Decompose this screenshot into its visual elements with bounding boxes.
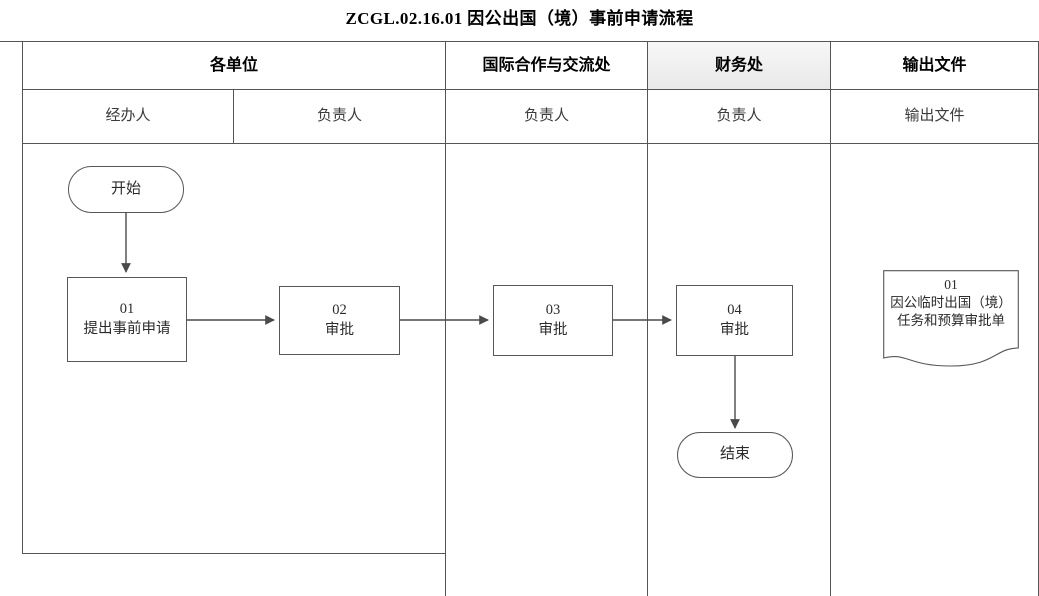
flow-node-step-01-number: 01 (119, 301, 135, 318)
role-header-units-manager: 负责人 (316, 108, 362, 125)
flow-node-step-02[interactable]: 02 审批 (279, 286, 400, 355)
lane-divider-1 (445, 42, 446, 596)
lane-header-finance-highlight (648, 42, 830, 89)
role-header-intl-manager: 负责人 (523, 108, 569, 125)
flow-node-step-03-number: 03 (545, 302, 561, 319)
flow-node-end[interactable]: 结束 (677, 432, 793, 478)
table-rule-lane-role (22, 89, 1039, 90)
flow-node-end-label: 结束 (719, 446, 750, 463)
flow-node-step-04[interactable]: 04 审批 (676, 285, 793, 356)
lane-divider-2 (647, 42, 648, 596)
flow-node-start-label: 开始 (110, 180, 141, 197)
flow-node-start[interactable]: 开始 (68, 166, 184, 213)
role-header-output-doc: 输出文件 (904, 108, 965, 125)
flow-node-document-01-label: 因公临时出国（境）任务和预算审批单 (890, 295, 1012, 329)
lane-header-intl: 国际合作与交流处 (482, 56, 611, 74)
lane-divider-3 (830, 42, 831, 596)
flow-node-document-01[interactable]: 01 因公临时出国（境）任务和预算审批单 (883, 270, 1019, 370)
swimlane-table: 各单位 国际合作与交流处 财务处 输出文件 经办人 负责人 负责人 负责人 输出… (0, 41, 1039, 596)
flow-node-step-03-label: 审批 (538, 321, 568, 338)
role-header-units-operator: 经办人 (105, 108, 151, 125)
table-border-bottom (22, 553, 445, 554)
lane-header-finance: 财务处 (714, 56, 763, 74)
document-shape-icon (883, 270, 1019, 367)
page-title: ZCGL.02.16.01 因公出国（境）事前申请流程 (345, 9, 694, 28)
table-border-left (22, 42, 23, 554)
role-header-finance-manager: 负责人 (716, 108, 762, 125)
flow-node-step-01[interactable]: 01 提出事前申请 (67, 277, 187, 362)
lane-header-output: 输出文件 (902, 56, 967, 74)
table-rule-role-body (22, 143, 1039, 144)
flow-node-step-03[interactable]: 03 审批 (493, 285, 613, 356)
lane-header-units: 各单位 (209, 56, 258, 74)
flow-node-step-01-label: 提出事前申请 (83, 320, 171, 337)
role-divider-unit (233, 90, 234, 143)
flow-node-step-02-number: 02 (332, 302, 347, 319)
flow-node-step-04-number: 04 (727, 302, 742, 319)
flowchart-canvas: 开始 01 提出事前申请 02 审批 03 审批 04 审批 结束 01 因公临… (67, 166, 1019, 478)
table-border-top (0, 41, 1039, 42)
flow-node-step-02-label: 审批 (325, 321, 354, 338)
flow-node-step-04-label: 审批 (720, 321, 749, 338)
flow-node-document-01-number: 01 (944, 277, 958, 292)
